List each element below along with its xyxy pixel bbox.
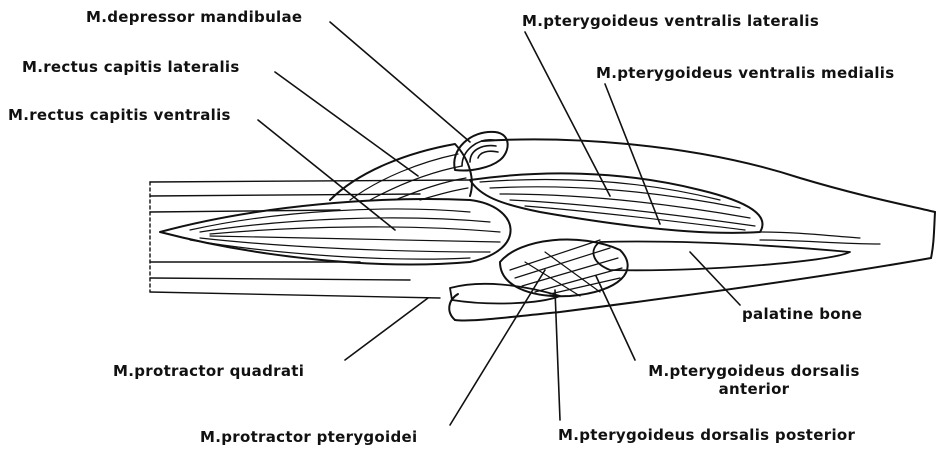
- label-rectus-capitis-ventralis: M.rectus capitis ventralis: [8, 106, 231, 124]
- label-pterygoideus-dorsalis-posterior: M.pterygoideus dorsalis posterior: [558, 426, 855, 444]
- palatine-bone: [593, 241, 850, 270]
- label-palatine-bone: palatine bone: [742, 305, 862, 323]
- label-pterygoideus-ventralis-medialis: M.pterygoideus ventralis medialis: [596, 64, 894, 82]
- label-pterygoideus-dorsalis-anterior: M.pterygoideus dorsalis anterior: [628, 362, 880, 398]
- quadrate-bar: [450, 284, 560, 304]
- label-pterygoideus-ventralis-lateralis: M.pterygoideus ventralis lateralis: [522, 12, 819, 30]
- muscle-depressor-mandibulae: [454, 132, 507, 171]
- label-protractor-quadrati: M.protractor quadrati: [113, 362, 304, 380]
- mandible-outline: [449, 139, 935, 320]
- label-pterygoideus-dorsalis-anterior-line2: anterior: [628, 380, 880, 398]
- label-pterygoideus-dorsalis-anterior-line1: M.pterygoideus dorsalis: [628, 362, 880, 380]
- muscle-rectus-capitis-ventralis: [160, 199, 511, 264]
- label-depressor-mandibulae: M.depressor mandibulae: [86, 8, 302, 26]
- label-rectus-capitis-lateralis: M.rectus capitis lateralis: [22, 58, 240, 76]
- label-protractor-pterygoidei: M.protractor pterygoidei: [200, 428, 417, 446]
- cervical-column: [150, 180, 470, 298]
- muscle-rectus-capitis-lateralis: [330, 144, 472, 200]
- muscle-pterygoideus-dorsalis: [500, 240, 628, 297]
